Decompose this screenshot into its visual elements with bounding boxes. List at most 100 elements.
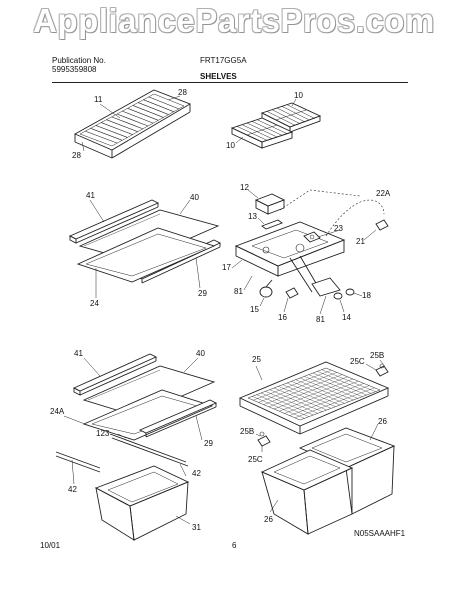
detail-line [106, 119, 138, 132]
crisper-pans [260, 427, 396, 535]
callout-123: 123 [96, 429, 110, 438]
leader-line [269, 499, 279, 513]
detail-line [258, 372, 337, 403]
callout-25: 25 [252, 355, 261, 364]
leader-line [167, 95, 181, 101]
callout-15: 15 [250, 305, 259, 314]
glass-shelf-lower [55, 353, 218, 473]
detail-line [268, 376, 348, 407]
footer-diagram-code: N05SAAAHF1 [354, 529, 406, 538]
leader-line [231, 259, 243, 269]
ice-tray-lower [230, 117, 294, 149]
detail-line [101, 122, 133, 135]
callout-14: 14 [342, 313, 351, 322]
leader-line [195, 415, 203, 441]
leader-line [379, 359, 384, 365]
model-number: FRT17GG5A [200, 56, 247, 65]
leader-line [89, 199, 105, 223]
detail-line [263, 374, 343, 405]
wire-shelf [73, 89, 192, 159]
leader-line [83, 357, 101, 377]
leader-line [235, 136, 244, 144]
header-rule [52, 82, 408, 83]
callout-28-top: 28 [178, 88, 187, 97]
watermark-logo: AppliancePartsPros.com [33, 2, 435, 39]
leader-line [259, 297, 265, 307]
leader-line [179, 199, 191, 215]
leader-line [291, 98, 297, 107]
detail-line [127, 108, 159, 121]
leader-line [369, 423, 379, 441]
footer-date: 10/01 [40, 541, 61, 550]
detail-line [246, 124, 278, 136]
callout-25c-top: 25C [350, 357, 365, 366]
callout-23: 23 [334, 224, 343, 233]
meat-drawer [94, 465, 190, 541]
callout-22a: 22A [376, 189, 391, 198]
detail-line [289, 385, 370, 416]
leader-line [175, 515, 191, 525]
callout-11: 11 [94, 95, 103, 104]
callout-40-top: 40 [190, 193, 199, 202]
detail-line [143, 99, 174, 112]
callout-81-right: 81 [316, 315, 325, 324]
callout-81-left: 81 [234, 287, 243, 296]
callout-10-bottom: 10 [226, 141, 235, 150]
callout-25b-top: 25B [370, 351, 384, 360]
leader-line [195, 257, 201, 289]
leader-line [365, 363, 377, 371]
detail-line [90, 128, 123, 141]
callout-26-left: 26 [264, 515, 273, 524]
leader-line [71, 459, 75, 485]
detail-line [138, 102, 169, 115]
callout-25c-bottom: 25C [248, 455, 263, 464]
detail-line [95, 125, 128, 138]
callout-29-bottom: 29 [204, 439, 213, 448]
callout-25b-bottom: 25B [240, 427, 254, 436]
publication-number: 5995359808 [52, 65, 97, 74]
leader-line [283, 297, 289, 313]
callout-24: 24 [90, 299, 99, 308]
leader-line [99, 103, 121, 119]
detail-line [111, 116, 143, 130]
callout-28-bottom: 28 [72, 151, 81, 160]
crisper-clip-bottom [257, 431, 271, 447]
leader-line [363, 229, 377, 241]
callout-18: 18 [362, 291, 371, 300]
detail-line [85, 130, 118, 144]
callout-42-left: 42 [68, 485, 77, 494]
callout-10-top: 10 [294, 91, 303, 100]
ice-maker-assembly [234, 189, 389, 300]
leader-line [117, 433, 127, 439]
detail-line [132, 105, 164, 118]
callout-29-top: 29 [198, 289, 207, 298]
detail-line [279, 381, 359, 412]
leader-line [255, 365, 263, 381]
leader-line [353, 292, 363, 297]
detail-line [273, 378, 354, 410]
section-title: SHELVES [200, 72, 237, 81]
publication-label: Publication No. [52, 56, 106, 65]
leader-line [319, 295, 327, 315]
leader-line [179, 463, 187, 477]
detail-line [253, 370, 332, 401]
leader-line [243, 275, 253, 291]
callout-41-bottom: 41 [74, 349, 83, 358]
callout-21: 21 [356, 237, 365, 246]
callout-42-right: 42 [192, 469, 201, 478]
glass-shelf-upper [68, 199, 222, 284]
leader-line [255, 433, 261, 437]
leader-line [183, 357, 199, 373]
detail-line [148, 96, 179, 110]
callout-12: 12 [240, 183, 249, 192]
crisper-clip-top [375, 363, 389, 377]
leader-line [247, 189, 259, 199]
callout-40-bottom: 40 [196, 349, 205, 358]
detail-line [294, 387, 375, 418]
crisper-cover [238, 361, 390, 435]
leader-line [63, 415, 91, 427]
callout-17: 17 [222, 263, 231, 272]
leader-line [257, 217, 265, 225]
leader-line [317, 229, 341, 238]
